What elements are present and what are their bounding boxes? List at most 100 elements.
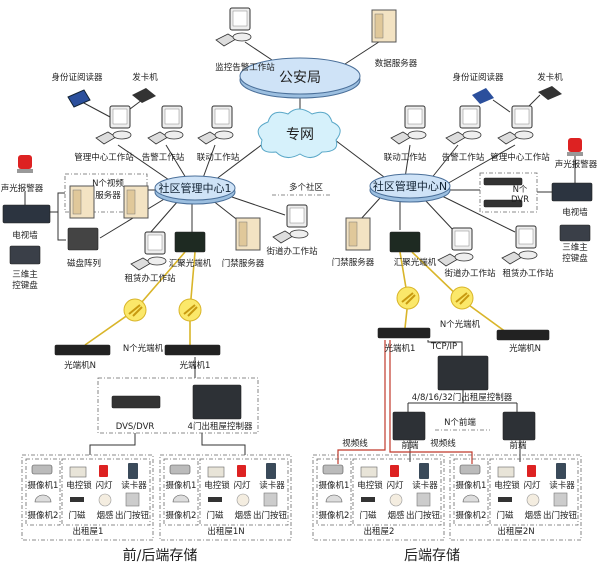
label: 声光报警器: [555, 159, 598, 170]
label: 摄像机2: [456, 510, 487, 521]
electric-lock-icon: [69, 466, 87, 478]
label: 电视墙: [12, 230, 38, 241]
label: 门磁: [68, 510, 86, 521]
electric-lock-icon: [360, 466, 378, 478]
connection-line: [117, 144, 173, 183]
label: 光端机1: [385, 343, 416, 354]
label: 4/8/16/32门出租屋控制器: [412, 392, 513, 403]
fiber-converter-icon: [396, 286, 420, 310]
label: 身份证阅读器: [51, 72, 103, 83]
rental-room-group: [449, 454, 582, 541]
bullet-camera-icon: [31, 464, 53, 475]
rental-station-icon: [501, 225, 538, 265]
workstation-icon: [95, 105, 132, 145]
street-station-icon: [437, 227, 474, 267]
video-wall-icon: [2, 204, 51, 224]
sound-light-alarm-icon: [567, 138, 583, 156]
label: 电控锁: [204, 480, 230, 491]
connection-line: [429, 144, 459, 181]
flash-light-icon: [527, 465, 536, 477]
frontend-storage-title: 前/后端存储: [123, 547, 198, 564]
monitor-station-icon: [215, 7, 252, 47]
label: N个前端: [444, 417, 476, 428]
flash-light-icon: [237, 465, 246, 477]
room-name: 出租屋1: [73, 526, 104, 537]
rental-room-group: [21, 454, 154, 541]
label: 光端机N: [64, 360, 96, 371]
community-hub-n-label: 社区管理中心N: [373, 179, 447, 193]
exit-button-icon: [416, 492, 431, 507]
connection-line: [492, 99, 511, 113]
connection-line: [214, 139, 269, 181]
label: 光端机1: [180, 360, 211, 371]
storage-device-group: [97, 377, 259, 434]
label: 告警工作站: [142, 152, 185, 163]
label: 管理中心工作站: [490, 152, 550, 163]
label: 管理中心工作站: [74, 152, 134, 163]
connection-line: [211, 199, 241, 223]
label: 身份证阅读器: [452, 72, 504, 83]
smoke-detector-icon: [236, 493, 250, 507]
label: 电视墙: [562, 207, 588, 218]
street-station-icon: [272, 204, 309, 244]
bullet-camera-icon: [169, 464, 191, 475]
aggregation-optical-icon: [174, 231, 206, 253]
label: 联动工作站: [384, 152, 427, 163]
dome-camera-icon: [34, 494, 52, 503]
video-line-label: 视频线: [342, 438, 368, 449]
label: 街道办工作站: [444, 268, 496, 279]
smoke-detector-icon: [389, 493, 403, 507]
label: 三维主: [12, 269, 38, 280]
label: DVS/DVR: [116, 422, 155, 432]
workstation-icon: [147, 105, 184, 145]
video-server-icon: [69, 185, 95, 219]
community-hub-n: [369, 173, 451, 203]
label: 多个社区: [289, 182, 324, 193]
fiber-converter-icon: [123, 298, 147, 322]
label: 街道办工作站: [266, 246, 318, 257]
label: 摄像机1: [319, 480, 350, 491]
door-magnet-icon: [208, 497, 222, 502]
connection-line: [424, 199, 456, 233]
smoke-detector-icon: [98, 493, 112, 507]
community-hub-1-label: 社区管理中心1: [159, 181, 232, 195]
label: N个视频: [92, 178, 124, 189]
sound-light-alarm-icon: [17, 155, 33, 173]
connection-line: [244, 41, 276, 63]
label: 租赁办工作站: [502, 268, 554, 279]
dvr-group: [479, 172, 538, 213]
label: 读卡器: [259, 480, 285, 491]
video-line: [337, 340, 386, 464]
exit-button-icon: [263, 492, 278, 507]
connection-line: [444, 144, 516, 186]
electric-lock-icon: [207, 466, 225, 478]
id-reader-icon: [67, 89, 91, 108]
tcpip-label: TCP/IP: [430, 342, 457, 352]
rental-room-group: [312, 454, 445, 541]
connection-line: [202, 144, 216, 179]
front-end-controller-icon: [502, 411, 536, 441]
exit-button-icon: [553, 492, 568, 507]
room-name: 出租屋2: [364, 526, 395, 537]
connection-line: [201, 433, 246, 455]
label: 门磁: [496, 510, 514, 521]
aggregation-optical-icon: [389, 231, 421, 253]
connection-line: [334, 139, 389, 181]
label: 出门按钮: [543, 510, 578, 521]
connection-line: [57, 192, 66, 241]
card-issuer-icon: [132, 88, 156, 103]
access-server-icon: [235, 217, 261, 251]
card-reader-icon: [556, 463, 566, 479]
label: 摄像机1: [456, 480, 487, 491]
label: 控键盘: [12, 280, 38, 291]
exit-button-icon: [125, 492, 140, 507]
label: 电控锁: [357, 480, 383, 491]
flash-light-icon: [390, 465, 399, 477]
label: 闪灯: [95, 480, 113, 491]
connection-line: [441, 195, 516, 233]
id-reader-icon: [472, 88, 494, 104]
electric-lock-icon: [497, 466, 515, 478]
label: 闪灯: [233, 480, 251, 491]
dome-camera-icon: [462, 494, 480, 503]
label: 摄像机1: [28, 480, 59, 491]
